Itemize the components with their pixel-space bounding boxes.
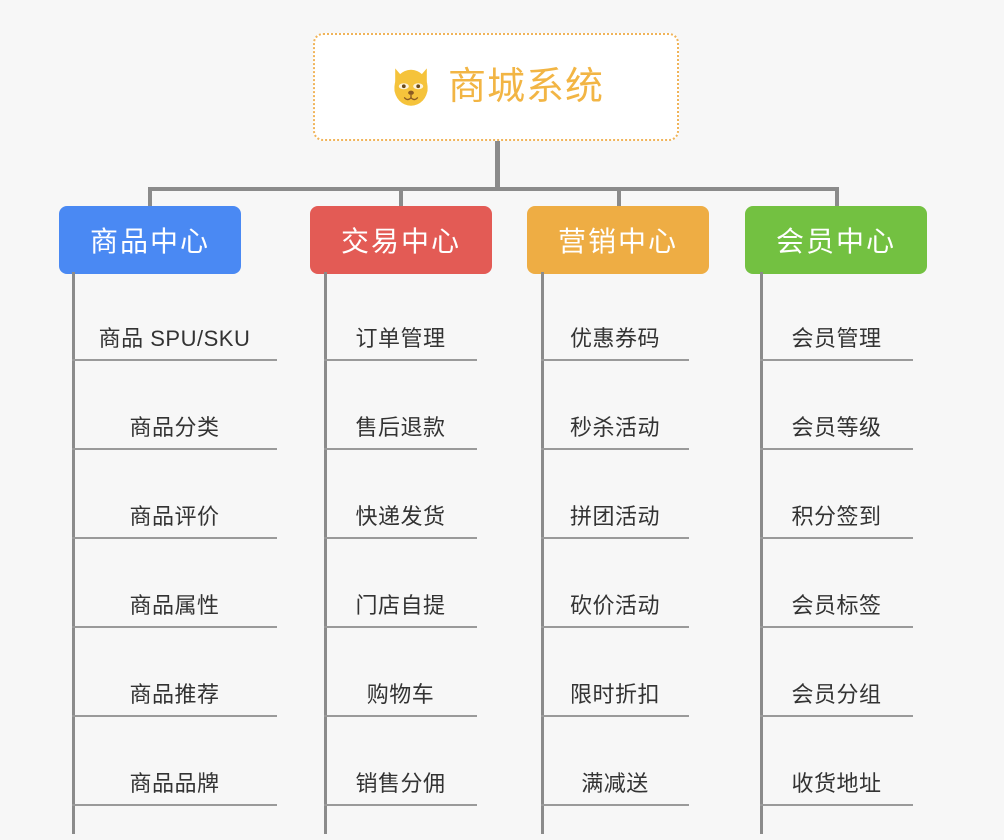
leaf-label: 商品分类 [129,414,220,440]
connector-drop-2 [399,187,403,207]
list-item[interactable]: 门店自提 [324,539,477,628]
leaf-label: 商品 SPU/SKU [98,325,251,351]
list-item[interactable]: 销售分佣 [324,717,477,806]
department-box-1[interactable]: 交易中心 [310,206,492,274]
list-item[interactable]: 会员等级 [760,361,913,450]
list-item[interactable]: 优惠券码 [541,272,689,361]
leaf-label: 会员管理 [791,325,882,351]
list-item[interactable]: 会员标签 [760,539,913,628]
leaf-label: 会员标签 [791,592,882,618]
list-item[interactable]: 满减送 [541,717,689,806]
connector-horizontal-bus [150,187,838,191]
list-item[interactable]: 购物车 [324,628,477,717]
leaf-label: 购物车 [366,681,435,707]
department-label-0: 商品中心 [89,226,210,257]
leaf-label: 会员等级 [791,414,882,440]
connector-drop-4 [835,187,839,207]
leaf-label: 优惠券码 [569,325,660,351]
list-item[interactable]: 商品 SPU/SKU [72,272,277,361]
connector-root-stem [495,141,500,191]
department-box-2[interactable]: 营销中心 [527,206,709,274]
leaf-label: 会员分组 [791,681,882,707]
leaf-label: 积分签到 [791,503,882,529]
connector-drop-3 [617,187,621,207]
leaf-label: 砍价活动 [569,592,660,618]
leaf-label: 拼团活动 [569,503,660,529]
department-column-1: 订单管理 售后退款 快递发货 门店自提 购物车 销售分佣 [324,272,477,834]
department-column-2: 优惠券码 秒杀活动 拼团活动 砍价活动 限时折扣 满减送 [541,272,689,834]
leaf-label: 商品评价 [129,503,220,529]
leaf-label: 商品属性 [129,592,220,618]
list-item[interactable]: 会员分组 [760,628,913,717]
list-item[interactable]: 商品评价 [72,450,277,539]
department-label-3: 会员中心 [775,226,896,257]
root-node-card[interactable]: 商城系统 [313,33,679,141]
list-item[interactable]: 收货地址 [760,717,913,806]
list-item[interactable]: 限时折扣 [541,628,689,717]
leaf-label: 秒杀活动 [569,414,660,440]
column-rail-2 [541,272,544,834]
department-label-1: 交易中心 [340,226,461,257]
root-node-title: 商城系统 [447,66,604,108]
list-item[interactable]: 会员管理 [760,272,913,361]
department-label-2: 营销中心 [557,226,678,257]
leaf-label: 门店自提 [355,592,446,618]
list-item[interactable]: 订单管理 [324,272,477,361]
leaf-label: 快递发货 [355,503,446,529]
list-item[interactable]: 商品推荐 [72,628,277,717]
list-item[interactable]: 商品分类 [72,361,277,450]
leaf-label: 售后退款 [355,414,446,440]
column-rail-3 [760,272,763,834]
department-box-3[interactable]: 会员中心 [745,206,927,274]
list-item[interactable]: 商品品牌 [72,717,277,806]
leaf-label: 限时折扣 [569,681,660,707]
dog-face-icon [394,68,428,106]
list-item[interactable]: 商品属性 [72,539,277,628]
column-rail-0 [72,272,75,834]
leaf-label: 订单管理 [355,325,446,351]
leaf-label: 商品品牌 [129,770,220,796]
list-item[interactable]: 拼团活动 [541,450,689,539]
list-item[interactable]: 砍价活动 [541,539,689,628]
column-rail-1 [324,272,327,834]
department-column-3: 会员管理 会员等级 积分签到 会员标签 会员分组 收货地址 [760,272,913,834]
list-item[interactable]: 快递发货 [324,450,477,539]
leaf-label: 收货地址 [791,770,882,796]
leaf-label: 满减送 [581,770,649,796]
list-item[interactable]: 秒杀活动 [541,361,689,450]
list-item[interactable]: 售后退款 [324,361,477,450]
department-column-0: 商品 SPU/SKU 商品分类 商品评价 商品属性 商品推荐 商品品牌 [72,272,277,834]
connector-drop-1 [148,187,152,207]
department-box-0[interactable]: 商品中心 [59,206,241,274]
list-item[interactable]: 积分签到 [760,450,913,539]
leaf-label: 销售分佣 [355,770,446,796]
leaf-label: 商品推荐 [129,681,220,707]
